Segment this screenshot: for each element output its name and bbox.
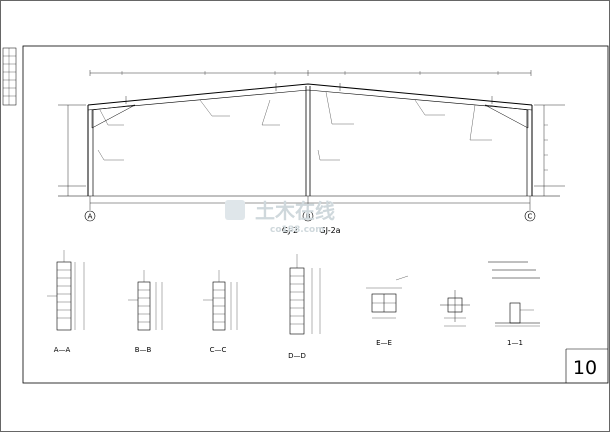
section-label-1: 1—1 xyxy=(507,339,523,347)
section-label-d: D—D xyxy=(288,352,306,360)
frame-mark-gj2: GJ-2 xyxy=(282,226,298,235)
section-detail-c xyxy=(203,270,238,331)
section-label-b: B—B xyxy=(135,346,152,354)
watermark: 土木在线 co188.com xyxy=(225,199,335,235)
gridline-bubble-b: B xyxy=(302,210,314,222)
sheet-number: 10 xyxy=(573,357,597,379)
section-detail-e xyxy=(366,275,409,319)
section-detail-a xyxy=(47,250,85,331)
section-detail-d xyxy=(289,254,321,335)
base-plate-detail xyxy=(440,290,470,327)
section-label-a: A—A xyxy=(54,346,71,354)
section-detail-1 xyxy=(495,302,540,327)
inner-frame xyxy=(22,45,609,384)
gridline-bubble-a: A xyxy=(84,210,96,222)
section-label-e: E—E xyxy=(376,339,392,347)
title-strip xyxy=(2,47,17,106)
svg-text:土木在线: 土木在线 xyxy=(255,199,335,223)
svg-text:B: B xyxy=(306,213,311,221)
svg-text:co188.com: co188.com xyxy=(270,225,325,235)
svg-text:C: C xyxy=(528,213,533,221)
svg-text:A: A xyxy=(88,213,93,221)
section-detail-b xyxy=(128,270,163,331)
frame-mark-gj2a: GJ-2a xyxy=(319,226,340,235)
general-notes xyxy=(488,261,540,279)
frame-elevation xyxy=(58,70,565,210)
gridline-bubble-c: C xyxy=(524,210,536,222)
section-label-c: C—C xyxy=(210,346,227,354)
